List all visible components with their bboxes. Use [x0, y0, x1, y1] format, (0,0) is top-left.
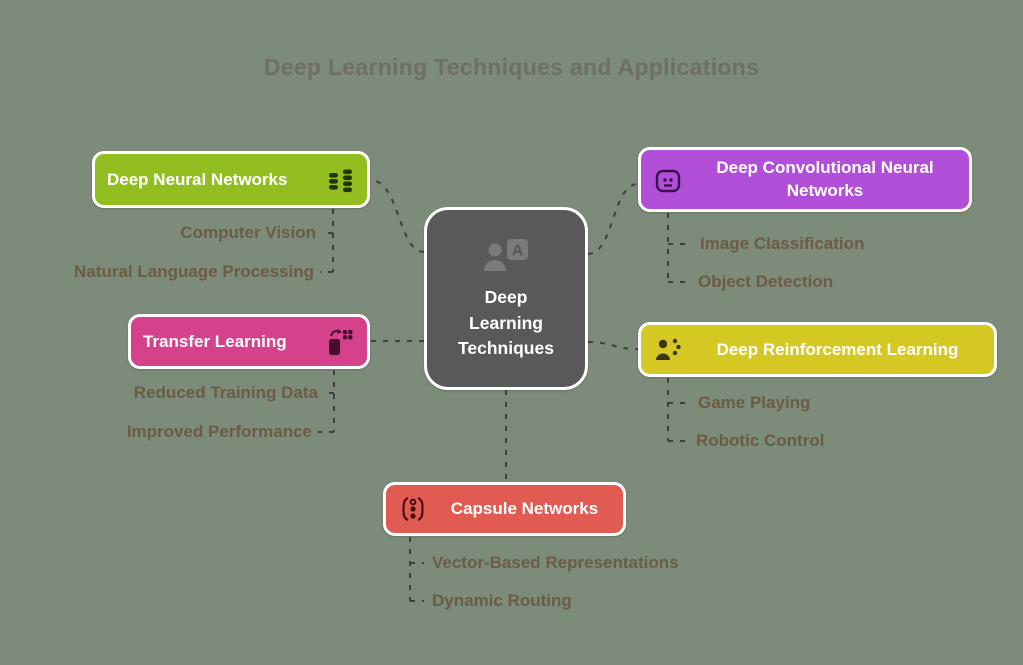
connector-capsule-children [409, 537, 424, 602]
sub-item-reduced-training-data: Reduced Training Data [133, 383, 318, 402]
connector-center-dcnn [587, 183, 639, 255]
robot-face-icon [653, 165, 683, 195]
branch-label: Capsule Networks [450, 499, 599, 518]
person-options-icon [653, 335, 683, 365]
branch-node-capsule-networks: Capsule Networks [383, 482, 626, 536]
connector-dcnn-children [667, 213, 690, 283]
sub-item-dynamic-routing: Dynamic Routing [432, 591, 572, 610]
sub-item-game-playing: Game Playing [698, 393, 811, 412]
person-a-icon: A [482, 235, 530, 275]
sub-item-image-classification: Image Classification [700, 234, 865, 253]
branch-node-deep-reinforcement-learning: Deep Reinforcement Learning [638, 322, 997, 377]
svg-text:A: A [512, 243, 524, 260]
sub-item-natural-language-processing: Natural Language Processing [74, 262, 314, 281]
connector-center-dnn [369, 179, 425, 253]
sub-item-robotic-control: Robotic Control [696, 431, 825, 450]
capsule-routing-icon [398, 494, 428, 524]
branch-label: Transfer Learning [143, 331, 287, 351]
sub-item-computer-vision: Computer Vision [180, 223, 316, 242]
center-node-deep-learning-techniques: A Deep Learning Techniques [424, 207, 588, 390]
sub-item-vector-based-representations: Vector-Based Representations [432, 553, 679, 572]
branch-node-deep-convolutional-neural-networks: Deep Convolutional Neural Networks [638, 147, 972, 212]
connector-transfer-children [318, 370, 335, 433]
sub-item-object-detection: Object Detection [698, 272, 834, 291]
device-transfer-icon [325, 327, 355, 357]
center-node-label: Deep Learning Techniques [458, 287, 554, 359]
connector-drl-children [667, 378, 688, 442]
branch-label: Deep Convolutional Neural Networks [716, 157, 934, 200]
diagram-title: Deep Learning Techniques and Application… [263, 54, 760, 80]
branch-node-deep-neural-networks: Deep Neural Networks [92, 151, 370, 208]
database-layers-icon [327, 166, 355, 194]
connector-center-drl [587, 341, 639, 350]
connector-dnn-children [320, 209, 334, 273]
sub-item-improved-performance: Improved Performance [126, 422, 312, 441]
branch-label: Deep Reinforcement Learning [716, 339, 959, 359]
branch-label: Deep Neural Networks [107, 169, 288, 189]
branch-node-transfer-learning: Transfer Learning [128, 314, 370, 369]
